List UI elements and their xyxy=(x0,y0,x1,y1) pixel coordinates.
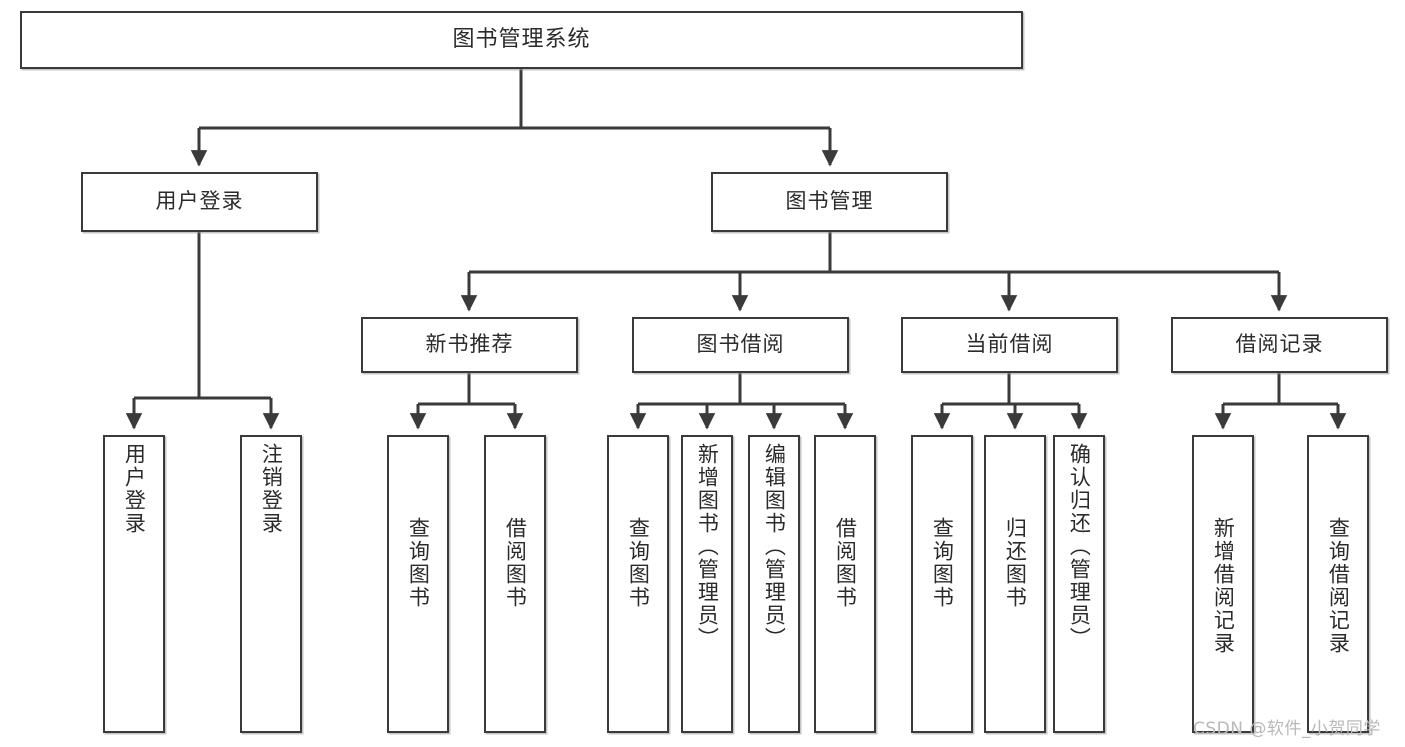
node-label: 查询借阅记录 xyxy=(1326,517,1351,655)
node-book-manage[interactable]: 图书管理 xyxy=(711,172,948,232)
node-label: 确认归还（管理员） xyxy=(1067,443,1092,650)
node-user-login[interactable]: 用户登录 xyxy=(81,172,318,232)
node-label: 用户登录 xyxy=(155,189,244,214)
node-label: 查询图书 xyxy=(406,517,431,609)
node-leaf-add-book[interactable]: 新增图书（管理员） xyxy=(681,435,733,733)
node-label: 借阅图书 xyxy=(833,517,858,609)
node-leaf-edit-book[interactable]: 编辑图书（管理员） xyxy=(748,435,800,733)
node-new-book-recommend[interactable]: 新书推荐 xyxy=(361,317,578,373)
node-label: 借阅图书 xyxy=(503,517,528,609)
node-label: 图书管理 xyxy=(785,189,874,214)
node-current-borrow[interactable]: 当前借阅 xyxy=(901,317,1118,373)
node-leaf-add-borrow-record[interactable]: 新增借阅记录 xyxy=(1192,435,1254,733)
node-leaf-user-logout[interactable]: 注销登录 xyxy=(240,435,302,733)
node-leaf-query-book-recommend[interactable]: 查询图书 xyxy=(387,435,449,733)
node-label: 新增图书（管理员） xyxy=(695,443,720,650)
node-label: 用户登录 xyxy=(122,443,147,535)
node-leaf-query-book-current[interactable]: 查询图书 xyxy=(911,435,973,733)
node-leaf-query-borrow-record[interactable]: 查询借阅记录 xyxy=(1307,435,1369,733)
node-root-system[interactable]: 图书管理系统 xyxy=(20,11,1023,69)
node-label: 查询图书 xyxy=(626,517,651,609)
node-leaf-return-book[interactable]: 归还图书 xyxy=(984,435,1046,733)
node-borrow-record[interactable]: 借阅记录 xyxy=(1171,317,1388,373)
node-book-borrow[interactable]: 图书借阅 xyxy=(632,317,849,373)
watermark-credit: CSDN @软件_小贺同学 xyxy=(1193,719,1381,739)
node-label: 注销登录 xyxy=(259,443,284,535)
node-label: 新书推荐 xyxy=(425,332,514,357)
node-leaf-borrow-book-recommend[interactable]: 借阅图书 xyxy=(484,435,546,733)
node-label: 归还图书 xyxy=(1003,517,1028,609)
node-label: 新增借阅记录 xyxy=(1211,517,1236,655)
node-leaf-query-book-borrow[interactable]: 查询图书 xyxy=(607,435,669,733)
node-label: 借阅记录 xyxy=(1235,332,1324,357)
node-leaf-user-login[interactable]: 用户登录 xyxy=(103,435,165,733)
node-label: 图书借阅 xyxy=(696,332,785,357)
node-label: 查询图书 xyxy=(930,517,955,609)
node-leaf-confirm-return[interactable]: 确认归还（管理员） xyxy=(1053,435,1105,733)
node-label: 编辑图书（管理员） xyxy=(762,443,787,650)
node-label: 当前借阅 xyxy=(965,332,1054,357)
node-leaf-borrow-book[interactable]: 借阅图书 xyxy=(814,435,876,733)
node-label: 图书管理系统 xyxy=(452,26,591,52)
